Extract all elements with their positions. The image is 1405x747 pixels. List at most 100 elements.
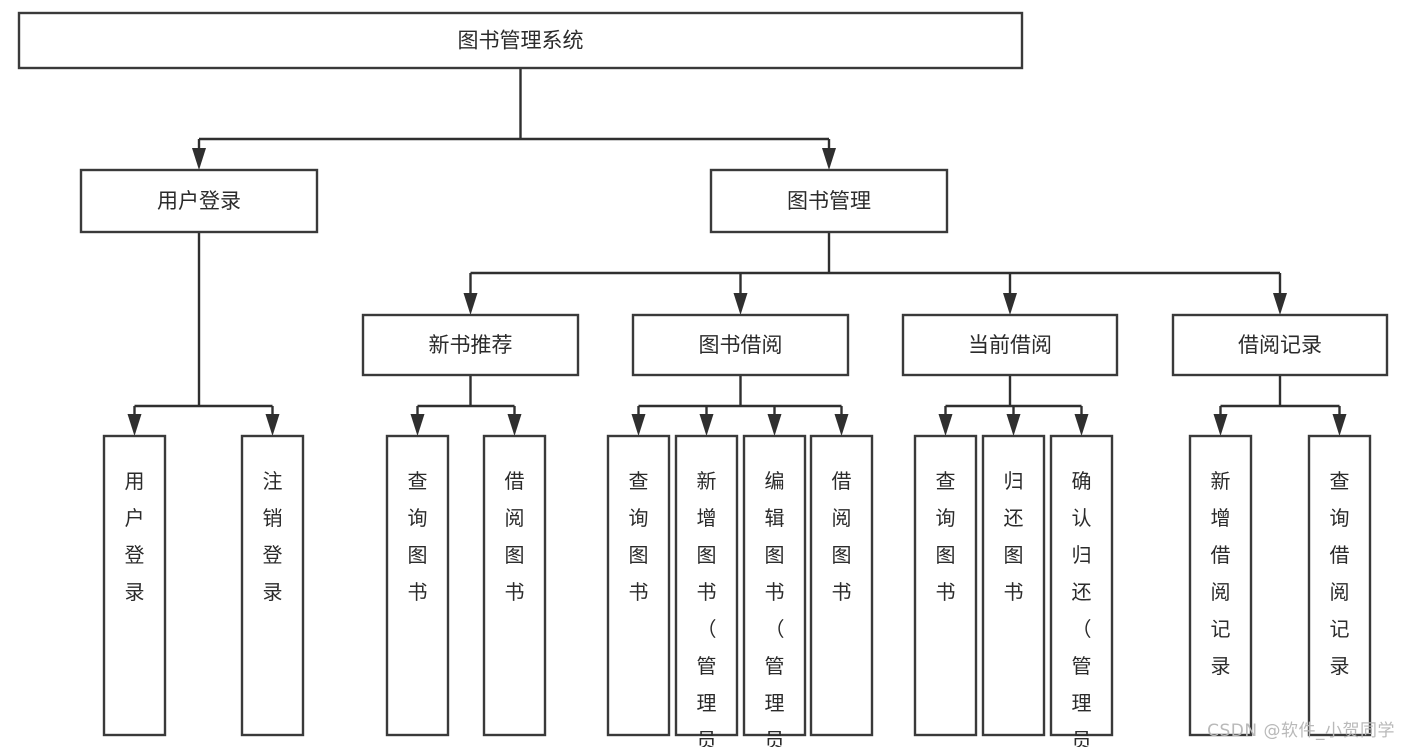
leaf-node-label-char: 图 — [936, 543, 956, 567]
mgr-to-l3-3-head — [1273, 293, 1287, 315]
leaf-arrow-2-head — [410, 414, 425, 436]
level2-node-rect — [709, 168, 949, 234]
leaf-node-label-char: 查 — [1330, 469, 1350, 493]
leaf-node-label-char: 员 — [697, 728, 717, 747]
leaf-arrow-7-head — [834, 414, 849, 436]
leaf-node-rect — [742, 434, 807, 737]
mgr-to-l3-2-head — [1003, 293, 1017, 315]
leaf-node-label-char: 销 — [263, 506, 283, 530]
leaf-node-label-char: 询 — [629, 506, 649, 530]
level2-node-1: 图书管理 — [709, 168, 949, 234]
leaf-node-label-char: 询 — [408, 506, 428, 530]
leaf-node-label-char: 借 — [505, 469, 525, 493]
leaf-node-label-char: 图 — [832, 543, 852, 567]
leaf-node-label-char: 录 — [1330, 654, 1350, 678]
leaf-node-label-char: 注 — [263, 469, 283, 493]
leaf-node-label-char: 录 — [263, 580, 283, 604]
leaf-node-label-char: 户 — [125, 506, 145, 530]
leaf-node-label-char: 认 — [1072, 506, 1092, 530]
leaf-node-rect — [385, 434, 450, 737]
leaf-node-rect — [482, 434, 547, 737]
leaf-node-rect — [606, 434, 671, 737]
leaf-node-label-char: 记 — [1211, 617, 1231, 641]
leaf-arrow-10-head — [1074, 414, 1089, 436]
leaf-node-label-char: 书 — [1004, 580, 1024, 604]
root-node: 图书管理系统 — [17, 11, 1024, 70]
leaf-node-label-char: 书 — [505, 580, 525, 604]
leaf-node-label-char: 员 — [765, 728, 785, 747]
leaf-node-label-char: 增 — [697, 506, 717, 530]
leaf-node-label-char: 阅 — [1330, 580, 1350, 604]
leaf-node-label-char: 还 — [1072, 580, 1092, 604]
leaf-arrow-9-head — [1006, 414, 1021, 436]
leaf-node-label-char: 理 — [765, 691, 785, 715]
leaf-node-label-char: 登 — [125, 543, 145, 567]
leaf-node-label-char: 用 — [125, 469, 145, 493]
node-layer: 图书管理系统用户登录图书管理新书推荐图书借阅当前借阅借阅记录用户登录注销登录查询… — [17, 11, 1389, 747]
leaf-node-label-char: 归 — [1004, 469, 1024, 493]
leaf-node-label-char: 询 — [1330, 506, 1350, 530]
level3-node-0: 新书推荐 — [361, 313, 580, 377]
leaf-node-label-char: 编 — [765, 469, 785, 493]
level2-node-0: 用户登录 — [79, 168, 319, 234]
leaf-node-label-char: 查 — [408, 469, 428, 493]
leaf-node-label-char: 确 — [1072, 469, 1092, 493]
leaf-node-rect — [240, 434, 305, 737]
leaf-arrow-4-head — [631, 414, 646, 436]
leaf-arrow-12-head — [1332, 414, 1347, 436]
leaf-node-label-char: 新 — [1211, 469, 1231, 493]
level3-node-label: 借阅记录 — [1238, 333, 1322, 357]
root-to-l2-0-head — [192, 148, 206, 170]
connector-layer — [127, 68, 1347, 436]
leaf-node-label-char: （ — [765, 617, 785, 641]
leaf-arrow-1-head — [265, 414, 280, 436]
leaf-node-label-char: 图 — [765, 543, 785, 567]
level3-node-2: 当前借阅 — [901, 313, 1119, 377]
leaf-node-label-char: 图 — [629, 543, 649, 567]
leaf-node-label-char: 书 — [832, 580, 852, 604]
leaf-node-label-char: 查 — [936, 469, 956, 493]
leaf-node-label-char: 录 — [1211, 654, 1231, 678]
leaf-node-label-char: （ — [1072, 617, 1092, 641]
leaf-node-rect — [1307, 434, 1372, 737]
leaf-node-label-char: 理 — [697, 691, 717, 715]
leaf-node-label-char: 管 — [1072, 654, 1092, 678]
leaf-node-label-char: 归 — [1072, 543, 1092, 567]
leaf-node-rect — [102, 434, 167, 737]
leaf-node-label-char: 阅 — [505, 506, 525, 530]
leaf-node-rect — [1049, 434, 1114, 737]
leaf-node-rect — [913, 434, 978, 737]
leaf-node-label-char: 图 — [1004, 543, 1024, 567]
level3-node-rect — [901, 313, 1119, 377]
leaf-node-label-char: 图 — [408, 543, 428, 567]
level3-node-rect — [631, 313, 850, 377]
level3-node-3: 借阅记录 — [1171, 313, 1389, 377]
leaf-node-label-char: 登 — [263, 543, 283, 567]
leaf-arrow-6-head — [767, 414, 782, 436]
leaf-node-label-char: 书 — [697, 580, 717, 604]
leaf-node-label-char: 借 — [1330, 543, 1350, 567]
level2-node-label: 图书管理 — [787, 189, 871, 213]
leaf-node-label-char: （ — [697, 617, 717, 641]
leaf-node-label-char: 图 — [505, 543, 525, 567]
root-node-rect — [17, 11, 1024, 70]
leaf-node-label-char: 图 — [697, 543, 717, 567]
leaf-arrow-11-head — [1213, 414, 1228, 436]
leaf-arrow-3-head — [507, 414, 522, 436]
leaf-node-label-char: 管 — [697, 654, 717, 678]
leaf-node-label-char: 阅 — [832, 506, 852, 530]
level3-node-label: 图书借阅 — [699, 333, 783, 357]
leaf-node-label-char: 书 — [936, 580, 956, 604]
root-to-l2-1-head — [822, 148, 836, 170]
level3-node-rect — [1171, 313, 1389, 377]
leaf-node-label-char: 阅 — [1211, 580, 1231, 604]
level3-node-rect — [361, 313, 580, 377]
leaf-node-label-char: 借 — [1211, 543, 1231, 567]
